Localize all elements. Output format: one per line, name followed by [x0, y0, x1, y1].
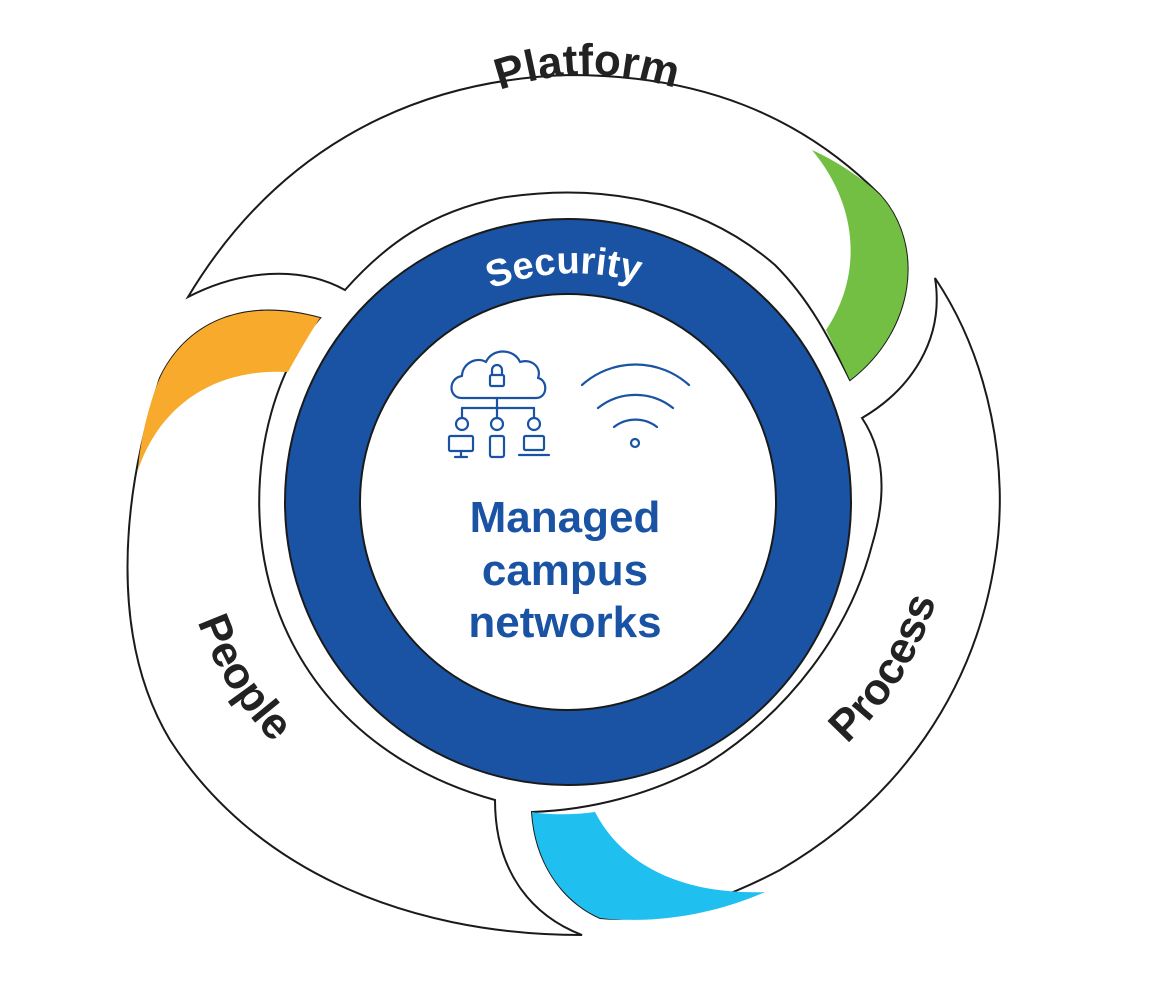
center-line-3: networks: [468, 598, 661, 647]
people-accent: [138, 310, 320, 470]
center-line-2: campus: [482, 546, 648, 595]
platform-accent: [812, 150, 908, 380]
segment-platform: [185, 73, 909, 382]
cloud-network-icon: [447, 350, 551, 459]
process-accent: [532, 812, 765, 920]
center-line-1: Managed: [470, 493, 661, 542]
wifi-icon: [580, 363, 691, 449]
segment-people: [126, 309, 583, 936]
center-title: Managed campus networks: [468, 493, 661, 647]
segment-process: [530, 277, 1001, 920]
